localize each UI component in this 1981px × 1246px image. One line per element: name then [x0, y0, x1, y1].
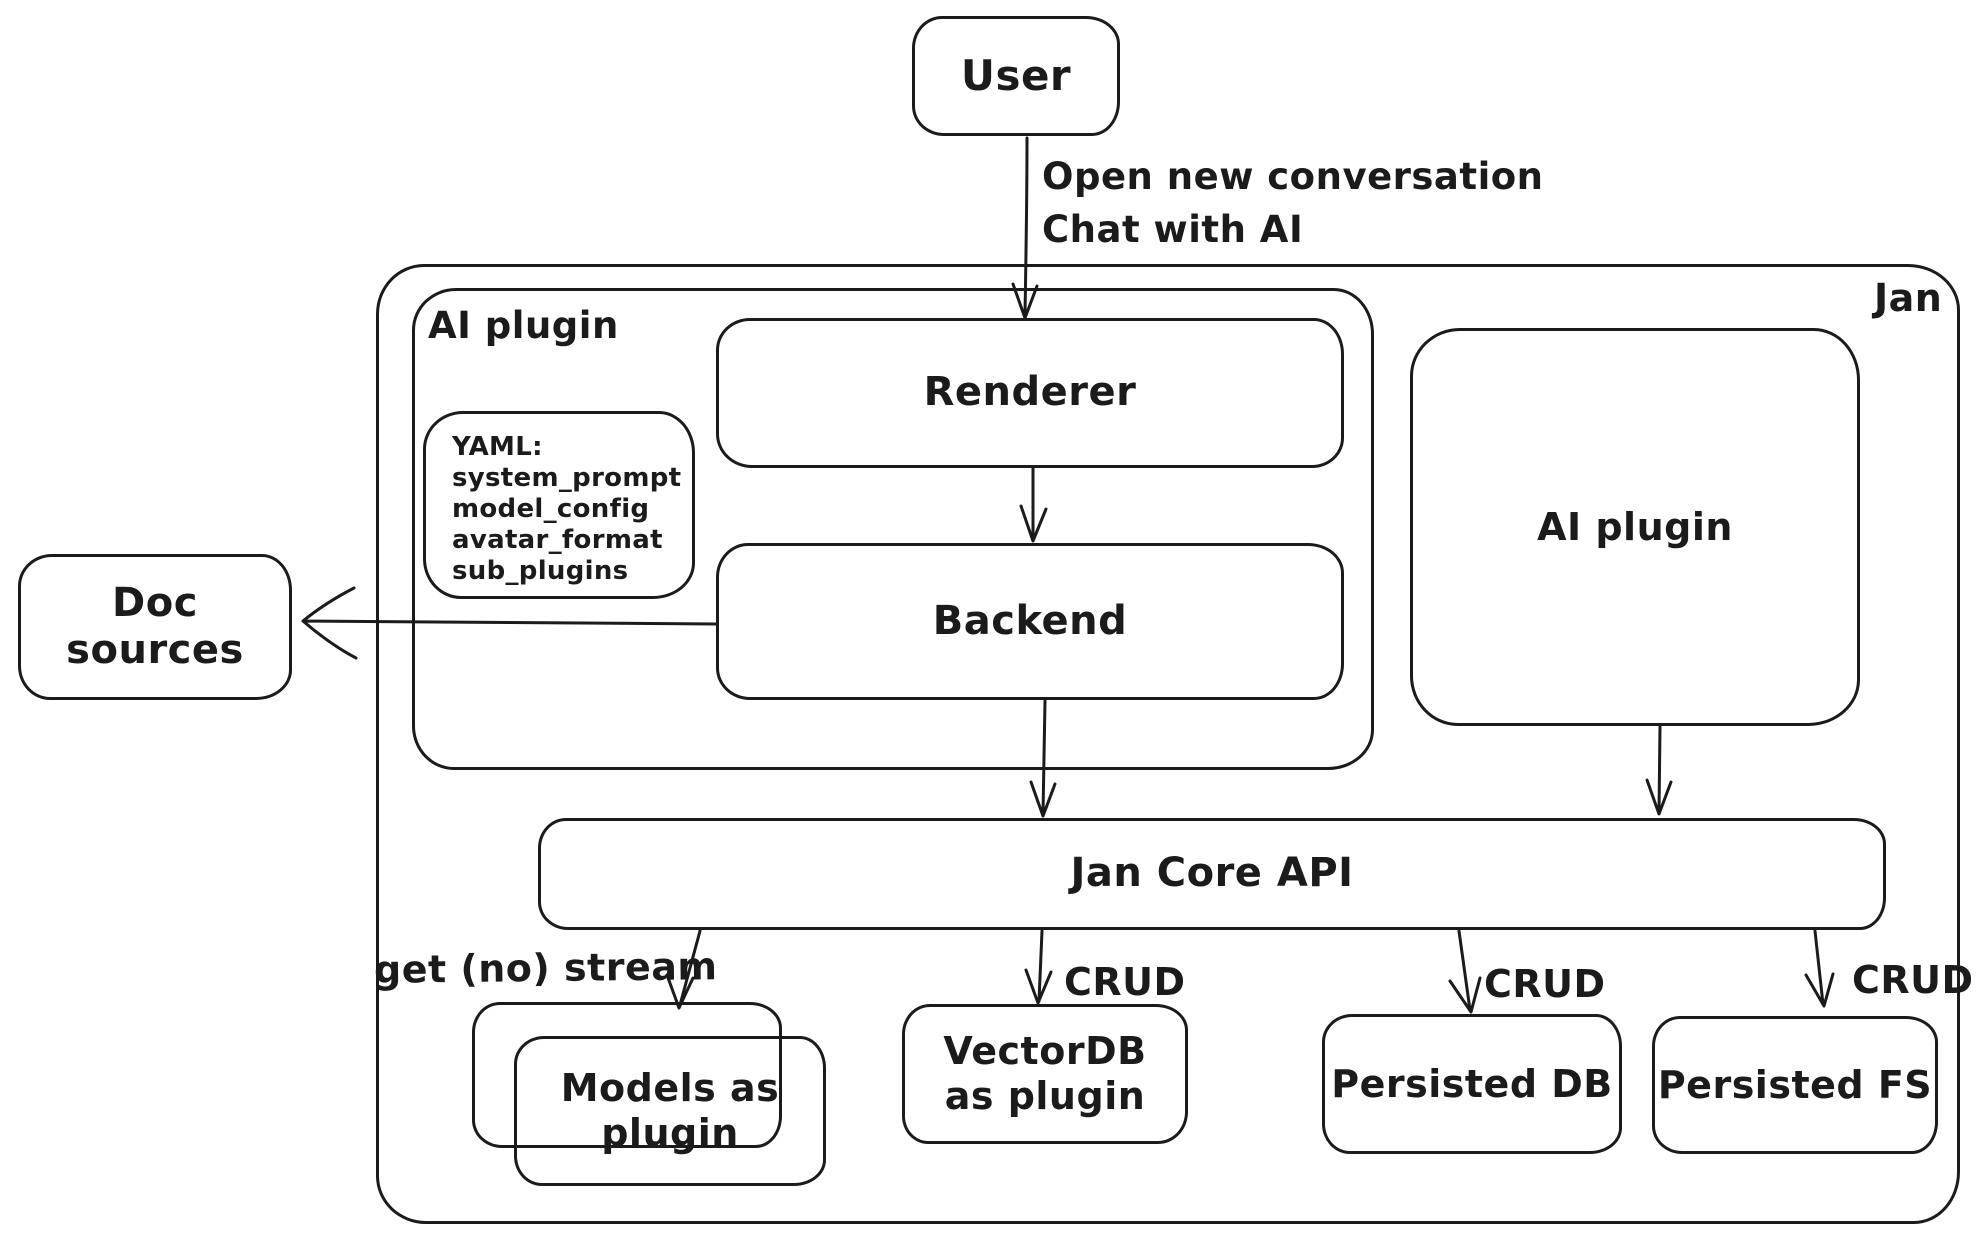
- yaml-note: YAML: system_prompt model_config avatar_…: [423, 411, 695, 599]
- user-flow-edge-label-line2: Chat with AI: [1042, 208, 1304, 251]
- vectordb-plugin-node-label: VectorDB as plugin: [943, 1029, 1147, 1118]
- yaml-note-line: avatar_format: [452, 525, 663, 555]
- yaml-note-line: YAML:: [452, 432, 543, 462]
- jan-core-api-node-label: Jan Core API: [1070, 850, 1354, 897]
- ai-plugin-right-node-label: AI plugin: [1537, 504, 1733, 549]
- ai-plugin-container-label: AI plugin: [428, 304, 619, 347]
- user-flow-edge-label: Open new conversation Chat with AI: [1042, 150, 1544, 256]
- yaml-note-line: model_config: [452, 494, 650, 524]
- jan-container-label: Jan: [1874, 276, 1943, 320]
- persisted-fs-node: Persisted FS: [1652, 1016, 1938, 1154]
- renderer-node: Renderer: [716, 318, 1344, 468]
- models-plugin-outer-box: [472, 1002, 782, 1148]
- backend-node: Backend: [716, 543, 1344, 700]
- user-flow-edge-label-line1: Open new conversation: [1042, 155, 1544, 198]
- get-no-stream-edge-label: get (no) stream: [373, 944, 718, 992]
- crud-edge-label-vectordb: CRUD: [1064, 960, 1186, 1004]
- user-node: User: [912, 16, 1120, 136]
- doc-sources-node: Doc sources: [18, 554, 292, 700]
- jan-core-api-node: Jan Core API: [538, 818, 1886, 930]
- renderer-node-label: Renderer: [923, 369, 1137, 416]
- persisted-fs-node-label: Persisted FS: [1657, 1062, 1933, 1107]
- doc-sources-node-label: Doc sources: [66, 579, 244, 673]
- crud-edge-label-persisted-fs: CRUD: [1852, 958, 1974, 1002]
- user-node-label: User: [960, 51, 1072, 101]
- yaml-note-line: sub_plugins: [452, 556, 629, 586]
- ai-plugin-container-box: [412, 288, 1374, 770]
- models-plugin-node-label: Models as plugin: [560, 1066, 780, 1155]
- yaml-note-line: system_prompt: [452, 463, 682, 493]
- models-plugin-node: Models as plugin: [514, 1036, 826, 1186]
- persisted-db-node-label: Persisted DB: [1331, 1061, 1613, 1106]
- backend-node-label: Backend: [932, 597, 1128, 644]
- persisted-db-node: Persisted DB: [1322, 1014, 1622, 1154]
- ai-plugin-right-node: AI plugin: [1410, 328, 1860, 726]
- vectordb-plugin-node: VectorDB as plugin: [902, 1004, 1188, 1144]
- jan-container-box: [376, 264, 1960, 1224]
- crud-edge-label-persisted-db: CRUD: [1484, 962, 1606, 1006]
